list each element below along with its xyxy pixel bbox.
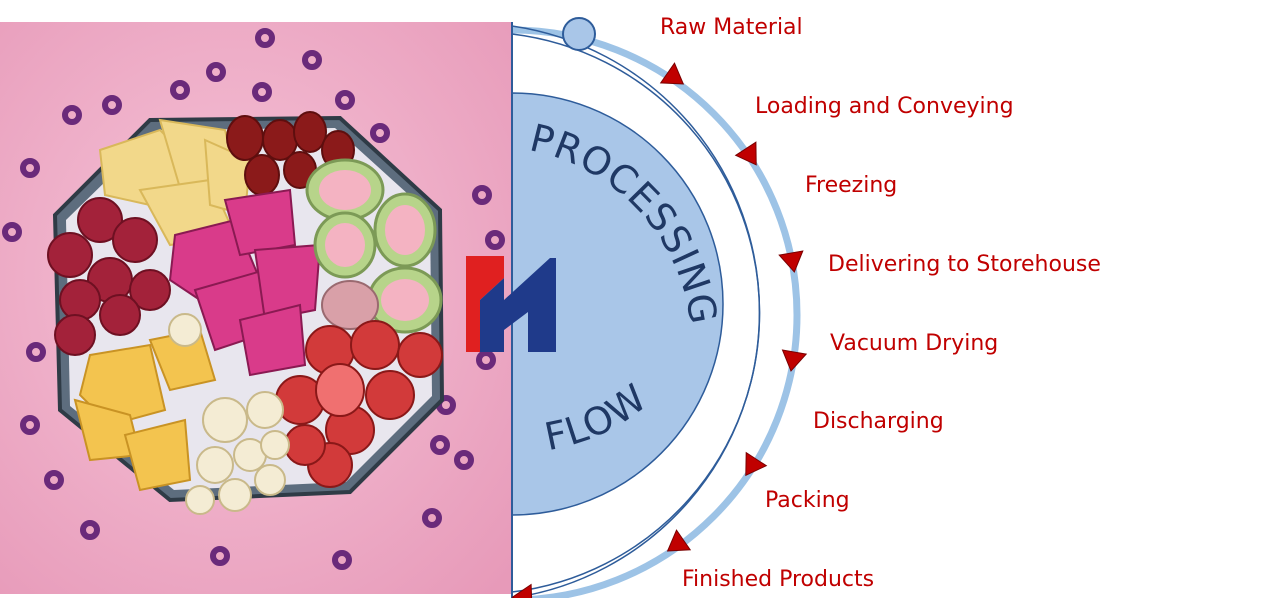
step-label-loading: Loading and Conveying xyxy=(755,94,1014,119)
step-labels: Raw Material Loading and Conveying Freez… xyxy=(660,15,1101,592)
step-label-vacuum-drying: Vacuum Drying xyxy=(830,331,998,356)
purple-ring-scatter xyxy=(2,28,505,570)
banana-slices xyxy=(168,313,290,515)
dragon-fruit-slices xyxy=(168,188,322,377)
raspberries xyxy=(47,197,171,356)
flow-arrow-icon-3 xyxy=(778,250,804,273)
step-label-discharging: Discharging xyxy=(813,409,944,434)
flow-ring xyxy=(511,26,801,598)
step-label-raw-material: Raw Material xyxy=(660,15,803,40)
step-label-packing: Packing xyxy=(765,488,850,513)
flow-arrow-icon-1 xyxy=(659,62,685,85)
company-logo-icon xyxy=(466,256,556,352)
flow-arrow-icon-7 xyxy=(511,583,533,598)
flow-arrow-icon-4 xyxy=(781,349,808,372)
flow-arrow-icon-2 xyxy=(734,141,757,166)
flow-start-node xyxy=(562,17,596,51)
inner-half-circle xyxy=(511,92,724,516)
fig-slices xyxy=(305,158,443,334)
flow-arrows xyxy=(511,62,808,598)
fruit-photo xyxy=(0,22,512,594)
flow-arrow-icon-5 xyxy=(745,451,768,477)
step-label-freezing: Freezing xyxy=(805,173,897,198)
step-label-delivering: Delivering to Storehouse xyxy=(828,252,1101,277)
step-label-finished: Finished Products xyxy=(682,567,874,592)
flow-arrow-icon-6 xyxy=(666,529,692,552)
mango-pieces xyxy=(73,328,217,492)
